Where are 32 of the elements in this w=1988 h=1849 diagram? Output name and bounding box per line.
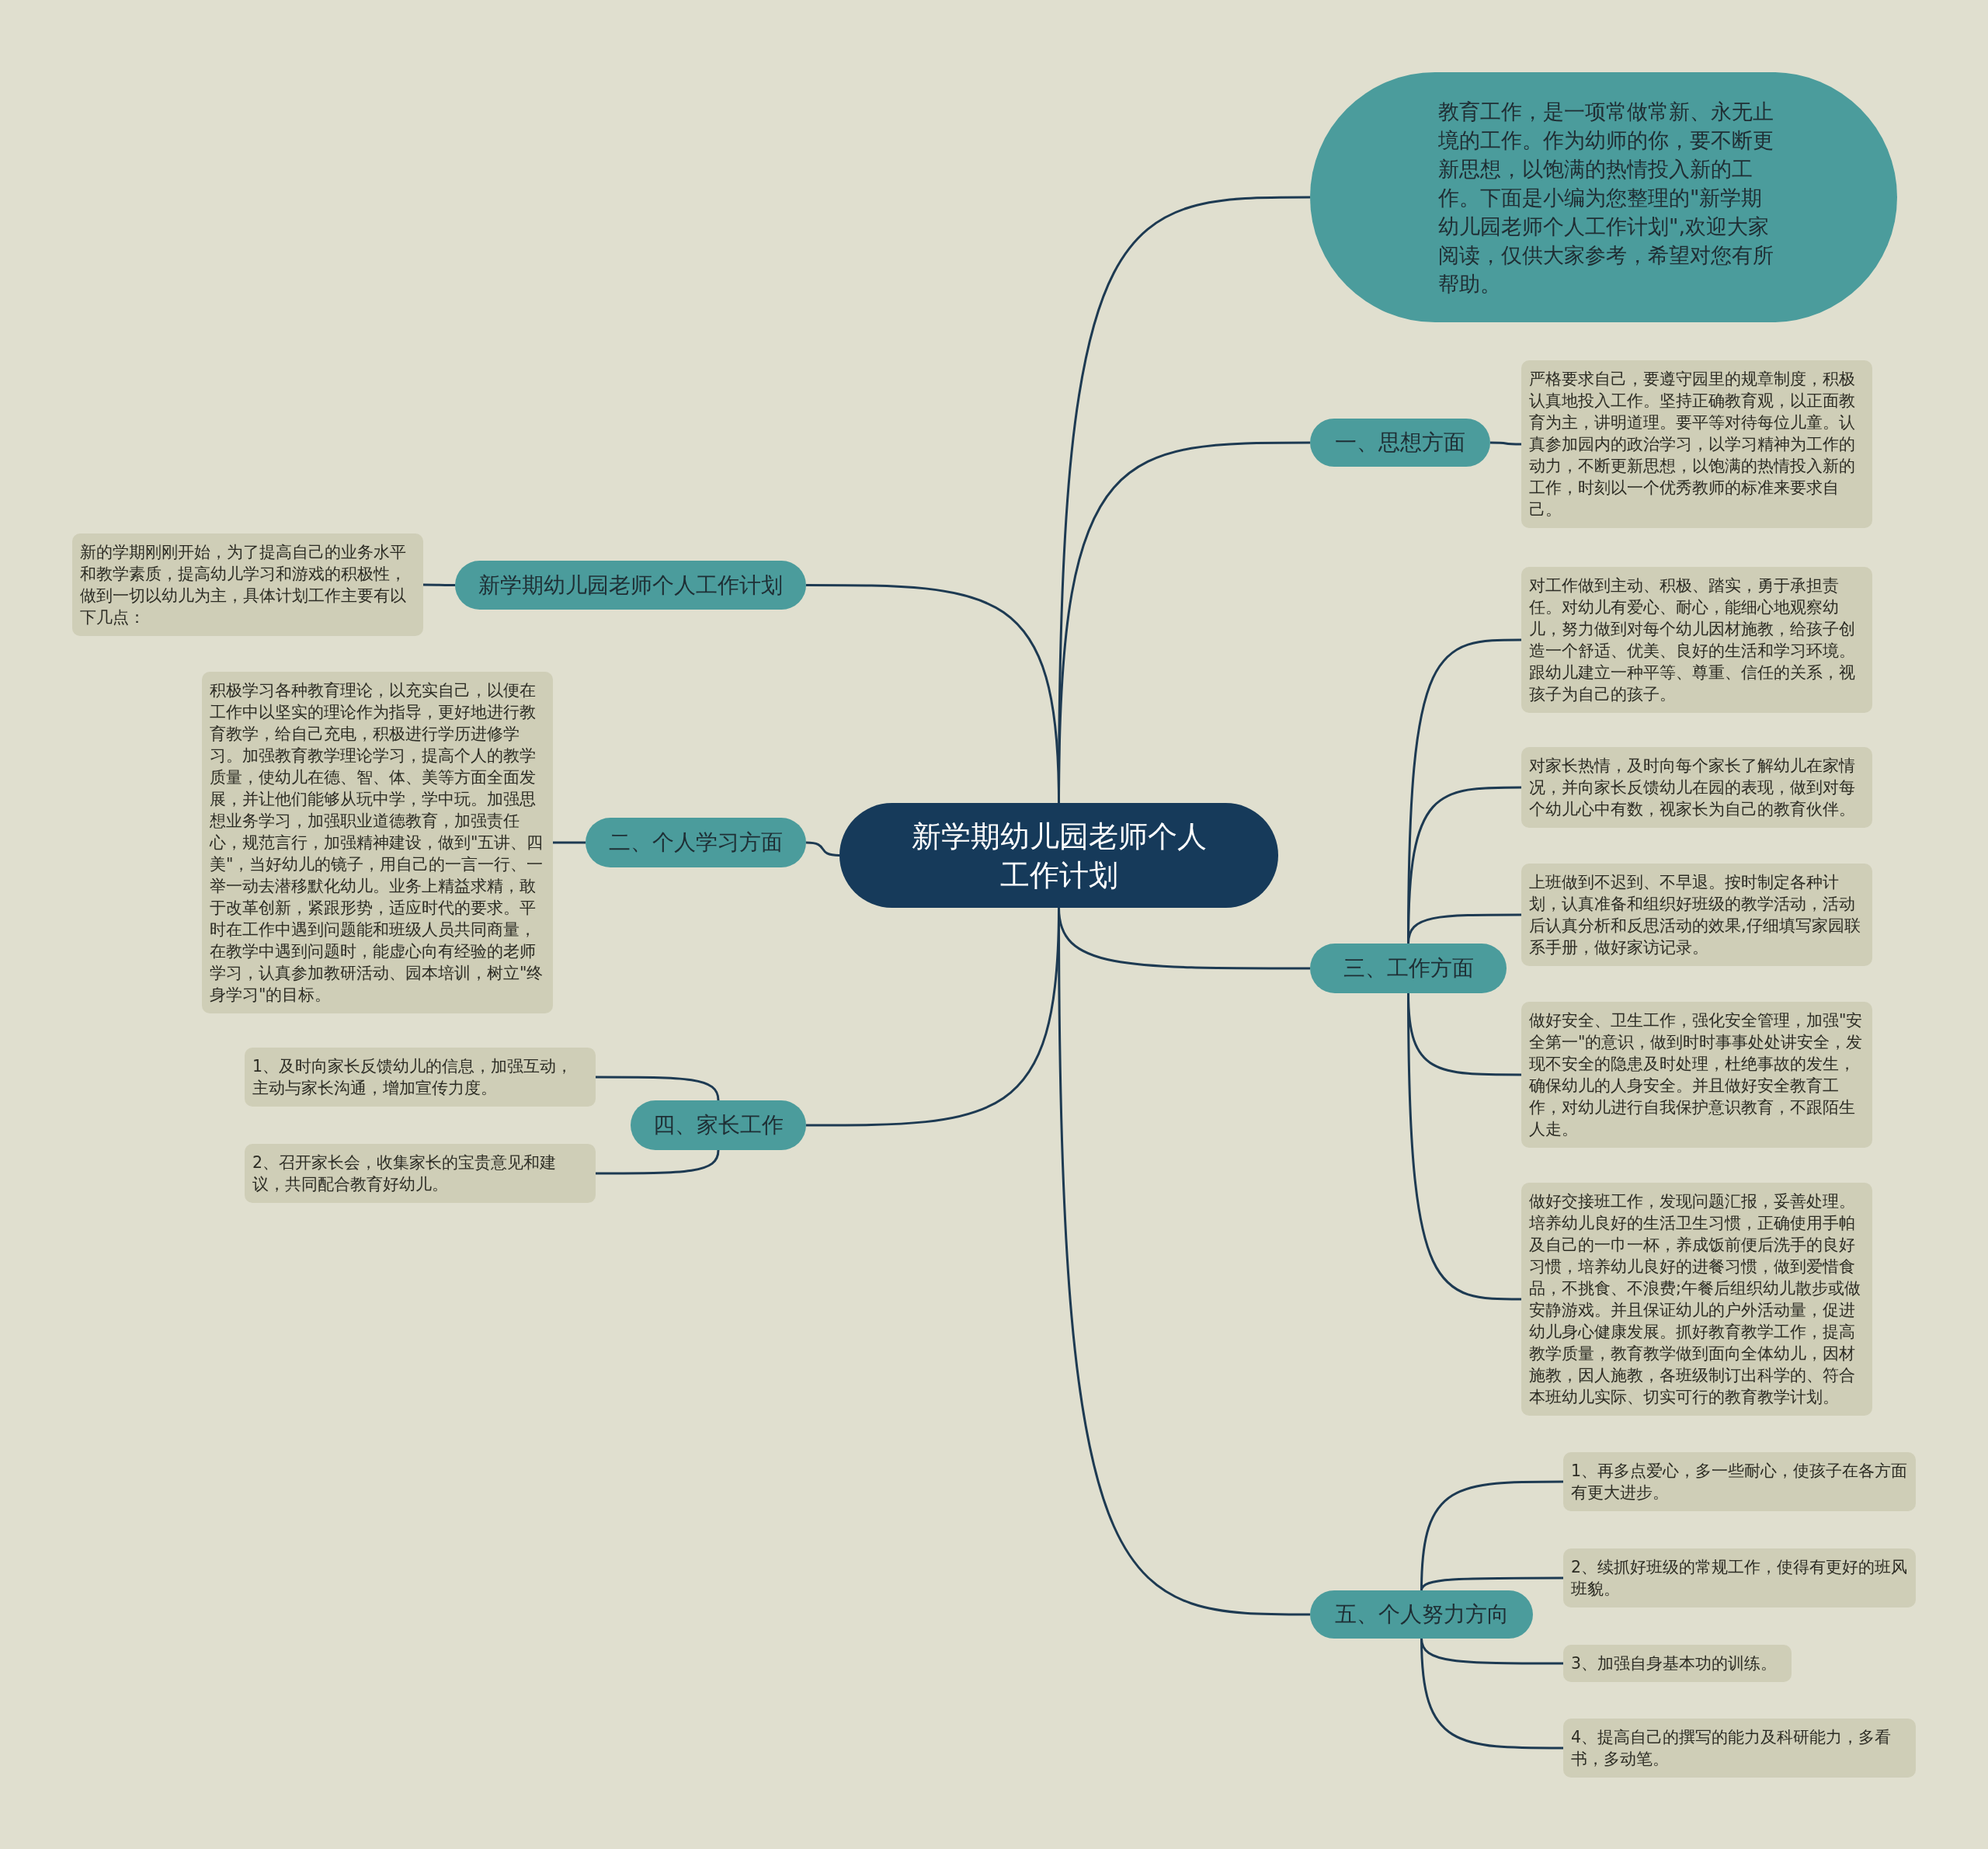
note-box: 2、召开家长会，收集家长的宝贵意见和建议，共同配合教育好幼儿。	[245, 1144, 596, 1203]
central-topic: 新学期幼儿园老师个人工作计划	[839, 803, 1278, 908]
connector	[553, 841, 586, 844]
connector	[423, 583, 455, 586]
connector	[1407, 993, 1521, 1301]
branch-topic: 三、工作方面	[1310, 944, 1507, 993]
connector	[596, 1076, 720, 1101]
note-box: 对工作做到主动、积极、踏实，勇于承担责任。对幼儿有爱心、耐心，能细心地观察幼儿，努力做到对每个幼儿因材施教，给孩子创造一个舒适、优美、良好的生活和学习环境。跟幼儿建立一种平等、尊重、信任的关系，视孩子为自己的孩子。	[1521, 567, 1872, 713]
connector	[1420, 1638, 1563, 1750]
note-box: 1、再多点爱心，多一些耐心，使孩子在各方面有更大进步。	[1563, 1452, 1916, 1511]
branch-topic: 一、思想方面	[1310, 419, 1490, 467]
branch-topic: 新学期幼儿园老师个人工作计划	[455, 561, 806, 610]
branch-topic: 五、个人努力方向	[1310, 1590, 1533, 1639]
note-box: 对家长热情，及时向每个家长了解幼儿在家情况，并向家长反馈幼儿在园的表现，做到对每个幼儿心中有数，视家长为自己的教育伙伴。	[1521, 747, 1872, 828]
note-box: 严格要求自己，要遵守园里的规章制度，积极认真地投入工作。坚持正确教育观，以正面教育为主，讲明道理。要平等对待每位儿童。认真参加园内的政治学习，以学习精神为工作的动力，不断更新思想，以饱满的热情投入新的工作，时刻以一个优秀教师的标准来要求自己。	[1521, 360, 1872, 528]
intro-bubble: 教育工作，是一项常做常新、永无止境的工作。作为幼师的你，要不断更新思想，以饱满的热情投入新的工作。下面是小编为您整理的"新学期幼儿园老师个人工作计划",欢迎大家阅读，仅供大家参考，希望对您有所帮助。	[1310, 72, 1897, 322]
branch-topic: 二、个人学习方面	[586, 818, 806, 867]
note-box: 2、续抓好班级的常规工作，使得有更好的班风班貌。	[1563, 1548, 1916, 1607]
note-box: 做好交接班工作，发现问题汇报，妥善处理。培养幼儿良好的生活卫生习惯，正确使用手帕及自己的一巾一杯，养成饭前便后洗手的良好习惯，培养幼儿良好的进餐习惯，做到爱惜食品，不挑食、不浪费;午餐后组织幼儿散步或做安静游戏。并且保证幼儿的户外活动量，促进幼儿身心健康发展。抓好教育教学工作，提高教学质量，教育教学做到面向全体幼儿，因材施教，因人施教，各班级制订出科学的、符合本班幼儿实际、切实可行的教育教学计划。	[1521, 1183, 1872, 1416]
note-box: 积极学习各种教育理论，以充实自己，以便在工作中以坚实的理论作为指导，更好地进行教育教学，给自己充电，积极进行学历进修学习。加强教育教学理论学习，提高个人的教学质量，使幼儿在德、智、体、美等方面全面发展，并让他们能够从玩中学，学中玩。加强思想业务学习，加强职业道德教育，加强责任心，规范言行，加强精神建设，做到"五讲、四美"，当好幼儿的镜子，用自己的一言一行、一举一动去潜移默化幼儿。业务上精益求精，敢于改革创新，紧跟形势，适应时代的要求。平时在工作中遇到问题能和班级人员共同商量，在教学中遇到问题时，能虚心向有经验的老师学习，认真参加教研活动、园本培训，树立"终身学习"的目标。	[202, 672, 553, 1013]
note-box: 新的学期刚刚开始，为了提高自己的业务水平和教学素质，提高幼儿学习和游戏的积极性，做到一切以幼儿为主，具体计划工作主要有以下几点：	[72, 533, 423, 636]
connector	[596, 1149, 720, 1175]
note-box: 上班做到不迟到、不早退。按时制定各种计划，认真准备和组织好班级的教学活动，活动后认真分析和反思活动的效果,仔细填写家园联系手册，做好家访记录。	[1521, 864, 1872, 966]
note-box: 4、提高自己的撰写的能力及科研能力，多看书，多动笔。	[1563, 1719, 1916, 1778]
note-box: 做好安全、卫生工作，强化安全管理，加强"安全第一"的意识，做到时时事事处处讲安全，发现不安全的隐患及时处理，杜绝事故的发生，确保幼儿的人身安全。并且做好安全教育工作，对幼儿进行自我保护意识教育，不跟陌生人走。	[1521, 1002, 1872, 1148]
note-box: 1、及时向家长反馈幼儿的信息，加强互动，主动与家长沟通，增加宣传力度。	[245, 1048, 596, 1107]
connector	[1407, 913, 1521, 944]
connector	[805, 841, 840, 857]
connector	[1420, 1576, 1563, 1591]
note-box: 3、加强自身基本功的训练。	[1563, 1645, 1792, 1682]
connector	[1490, 441, 1521, 446]
branch-topic: 四、家长工作	[631, 1100, 806, 1150]
